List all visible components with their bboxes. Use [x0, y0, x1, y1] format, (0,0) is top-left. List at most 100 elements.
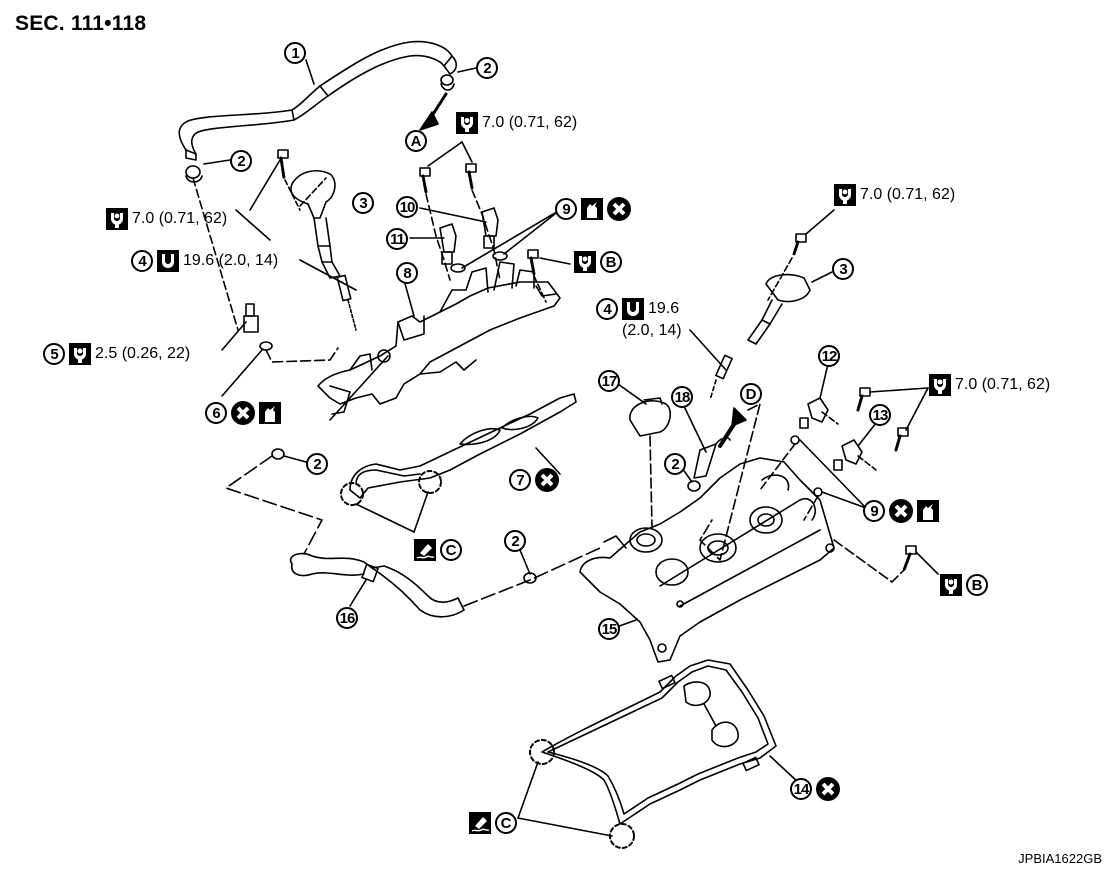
callout-number: 3 [832, 258, 854, 280]
ignition-coil-right [709, 273, 811, 401]
ignition-coil-left [290, 170, 357, 331]
callout-number: 3 [352, 192, 374, 214]
callout-number: 12 [818, 345, 840, 367]
torque-value: 7.0 (0.71, 62) [860, 186, 956, 203]
callout-18: 18 [671, 386, 693, 408]
tightening-torque-icon [456, 112, 478, 134]
callout-3-left: 3 [352, 192, 374, 214]
reference-letter: C [440, 539, 462, 561]
callout-number: 9 [863, 500, 885, 522]
tightening-torque-icon [106, 208, 128, 230]
hose-clamp [185, 74, 455, 183]
callout-number: 8 [396, 262, 418, 284]
tightening-torque-icon [574, 251, 596, 273]
blow-by-hose [178, 40, 458, 161]
torque-value: 7.0 (0.71, 62) [955, 376, 1051, 393]
callout-14: 14 [790, 777, 840, 801]
pcv-hose-lower [289, 552, 465, 618]
callout-2-mid-center: 2 [504, 530, 526, 552]
callout-number: 13 [869, 404, 891, 426]
torque-value: 7.0 (0.71, 62) [132, 210, 228, 227]
callout-2-left: 2 [230, 150, 252, 172]
do-not-reuse-x-icon [607, 197, 631, 221]
torque-value-nm: 19.6 [648, 300, 680, 317]
callout-number: 2 [306, 453, 328, 475]
torque-value-alt-units: (2.0, 14) [622, 322, 682, 339]
intake-manifold-collector [317, 261, 561, 421]
rocker-cover-right [579, 457, 835, 663]
callout-17: 17 [598, 370, 620, 392]
callout-number: 2 [476, 57, 498, 79]
torque-spec-coil-bolt-left: 7.0 (0.71, 62) [106, 208, 227, 230]
callout-number: 2 [504, 530, 526, 552]
rocker-cover-gasket-right [529, 659, 777, 849]
sealant-ref-c-bottom: C [469, 812, 517, 834]
reference-letter-a: A [405, 130, 427, 152]
callout-16: 16 [336, 607, 358, 629]
tightening-torque-icon [834, 184, 856, 206]
callout-4-left: 4 19.6 (2.0, 14) [131, 250, 278, 272]
torque-ref-b-right: B [940, 574, 988, 596]
reference-letter: D [740, 383, 762, 405]
callout-number: 17 [598, 370, 620, 392]
callout-11: 11 [386, 228, 408, 250]
coil-bolt-left [277, 149, 301, 211]
callout-2-top: 2 [476, 57, 498, 79]
callout-1: 1 [284, 42, 306, 64]
apply-engine-oil-icon [581, 198, 603, 220]
callout-number: 1 [284, 42, 306, 64]
callout-10: 10 [396, 196, 418, 218]
apply-engine-oil-icon [917, 500, 939, 522]
reference-letter: B [966, 574, 988, 596]
callout-12: 12 [818, 345, 840, 367]
callout-number: 4 [596, 298, 618, 320]
do-not-reuse-x-icon [889, 499, 913, 523]
callout-7: 7 [509, 468, 559, 492]
callout-number: 5 [43, 343, 65, 365]
torque-value: 19.6 (2.0, 14) [183, 252, 279, 269]
apply-liquid-gasket-icon [414, 539, 436, 561]
spark-plug-wrench-icon [622, 298, 644, 320]
do-not-reuse-x-icon [816, 777, 840, 801]
callout-5: 5 2.5 (0.26, 22) [43, 343, 190, 365]
reference-letter: C [495, 812, 517, 834]
tightening-torque-icon [69, 343, 91, 365]
callout-number: 7 [509, 469, 531, 491]
apply-engine-oil-icon [259, 402, 281, 424]
callout-6: 6 [205, 401, 281, 425]
callout-8: 8 [396, 262, 418, 284]
apply-liquid-gasket-icon [469, 812, 491, 834]
spark-plug-wrench-icon [157, 250, 179, 272]
camshaft-sensor-left [439, 207, 499, 265]
callout-13: 13 [869, 404, 891, 426]
callout-9-left: 9 [555, 197, 631, 221]
torque-value: 7.0 (0.71, 62) [482, 114, 578, 131]
callout-3-right: 3 [832, 258, 854, 280]
callout-number: 18 [671, 386, 693, 408]
rocker-cover-gasket-left [340, 393, 577, 506]
tightening-torque-icon [929, 374, 951, 396]
torque-ref-b-left: B [574, 251, 622, 273]
reference-letter-d: D [740, 383, 762, 405]
torque-spec-top-center: 7.0 (0.71, 62) [456, 112, 577, 134]
breather-tube [693, 437, 731, 479]
reference-letter: A [405, 130, 427, 152]
callout-4-right: 4 19.6 (2.0, 14) [596, 298, 682, 342]
callout-number: 10 [396, 196, 418, 218]
reference-letter: B [600, 251, 622, 273]
do-not-reuse-x-icon [231, 401, 255, 425]
callout-number: 15 [598, 618, 620, 640]
callout-number: 2 [664, 453, 686, 475]
callout-2-mid-left: 2 [306, 453, 328, 475]
callout-number: 6 [205, 402, 227, 424]
callout-9-right: 9 [863, 499, 939, 523]
callout-number: 14 [790, 778, 812, 800]
callout-15: 15 [598, 618, 620, 640]
sealant-ref-c-mid: C [414, 539, 462, 561]
tightening-torque-icon [940, 574, 962, 596]
injector-bolts [419, 141, 501, 281]
callout-number: 4 [131, 250, 153, 272]
callout-number: 11 [386, 228, 408, 250]
section-reference: SEC. 111•118 [15, 12, 147, 35]
oil-filler-cap [629, 397, 672, 529]
